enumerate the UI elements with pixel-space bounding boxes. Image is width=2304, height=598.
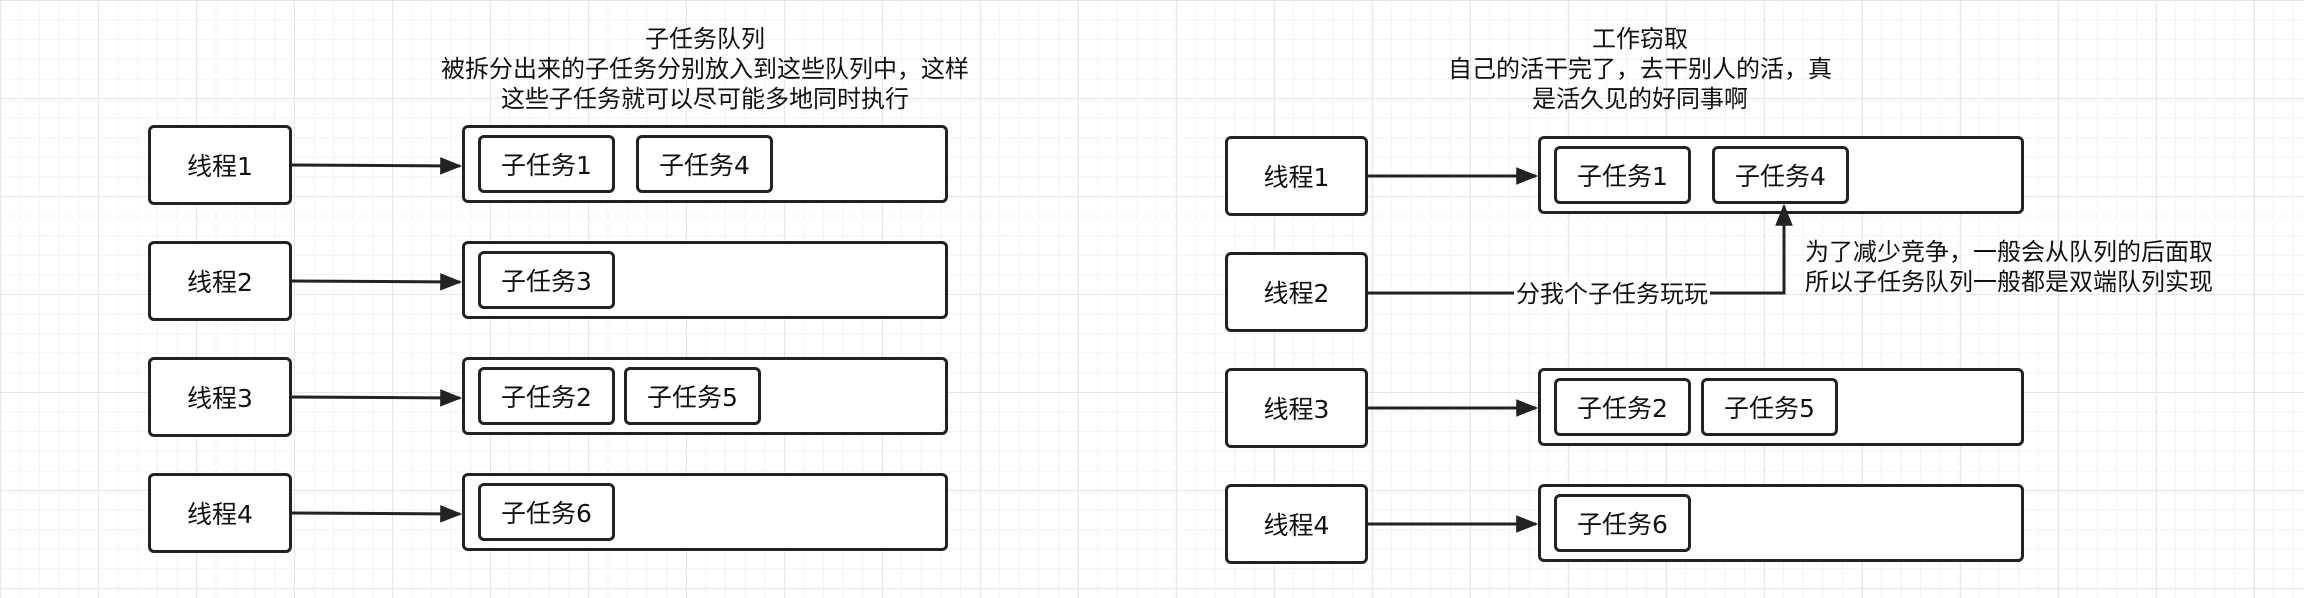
left-arrow-2 xyxy=(291,273,463,291)
deque-note-line-1: 为了减少竞争，一般会从队列的后面取 xyxy=(1805,238,2213,266)
left-arrow-3 xyxy=(291,389,463,407)
right-thread-4: 线程4 xyxy=(1225,484,1368,564)
right-thread-1: 线程1 xyxy=(1225,136,1368,216)
deque-note-line-2: 所以子任务队列一般都是双端队列实现 xyxy=(1805,268,2213,296)
left-thread-1: 线程1 xyxy=(148,125,292,205)
left-queue-4-task-1: 子任务6 xyxy=(478,483,615,541)
left-queue-1-task-2: 子任务4 xyxy=(636,135,773,193)
right-queue-4-task-1: 子任务6 xyxy=(1554,494,1691,552)
right-thread-2: 线程2 xyxy=(1225,252,1368,332)
right-steal-arrow xyxy=(1368,203,1793,295)
right-queue-3-task-2: 子任务5 xyxy=(1701,378,1838,436)
right-caption-title: 工作窃取 xyxy=(1592,25,1688,53)
right-caption-line-2: 自己的活干完了，去干别人的活，真 xyxy=(1448,55,1832,83)
left-caption-line-3: 这些子任务就可以尽可能多地同时执行 xyxy=(501,85,909,113)
left-caption-title: 子任务队列 xyxy=(645,25,765,53)
left-arrow-4 xyxy=(291,505,463,523)
right-thread-3: 线程3 xyxy=(1225,368,1368,448)
deque-note: 为了减少竞争，一般会从队列的后面取 所以子任务队列一般都是双端队列实现 xyxy=(1805,237,2213,297)
left-queue-2-task-1: 子任务3 xyxy=(478,251,615,309)
left-queue-1-task-1: 子任务1 xyxy=(478,135,615,193)
left-queue-3-task-1: 子任务2 xyxy=(478,367,615,425)
right-queue-3-task-1: 子任务2 xyxy=(1554,378,1691,436)
left-thread-4: 线程4 xyxy=(148,473,292,553)
left-arrow-1 xyxy=(291,157,463,175)
right-queue-1-task-1: 子任务1 xyxy=(1554,146,1691,204)
right-queue-1-task-2: 子任务4 xyxy=(1712,146,1849,204)
right-caption: 工作窃取 自己的活干完了，去干别人的活，真 是活久见的好同事啊 xyxy=(1400,24,1880,114)
left-caption-line-2: 被拆分出来的子任务分别放入到这些队列中，这样 xyxy=(441,55,969,83)
left-caption: 子任务队列 被拆分出来的子任务分别放入到这些队列中，这样 这些子任务就可以尽可能… xyxy=(420,24,990,114)
left-thread-3: 线程3 xyxy=(148,357,292,437)
steal-label: 分我个子任务玩玩 xyxy=(1514,279,1710,309)
left-queue-3-task-2: 子任务5 xyxy=(624,367,761,425)
left-thread-2: 线程2 xyxy=(148,241,292,321)
right-caption-line-3: 是活久见的好同事啊 xyxy=(1532,85,1748,113)
